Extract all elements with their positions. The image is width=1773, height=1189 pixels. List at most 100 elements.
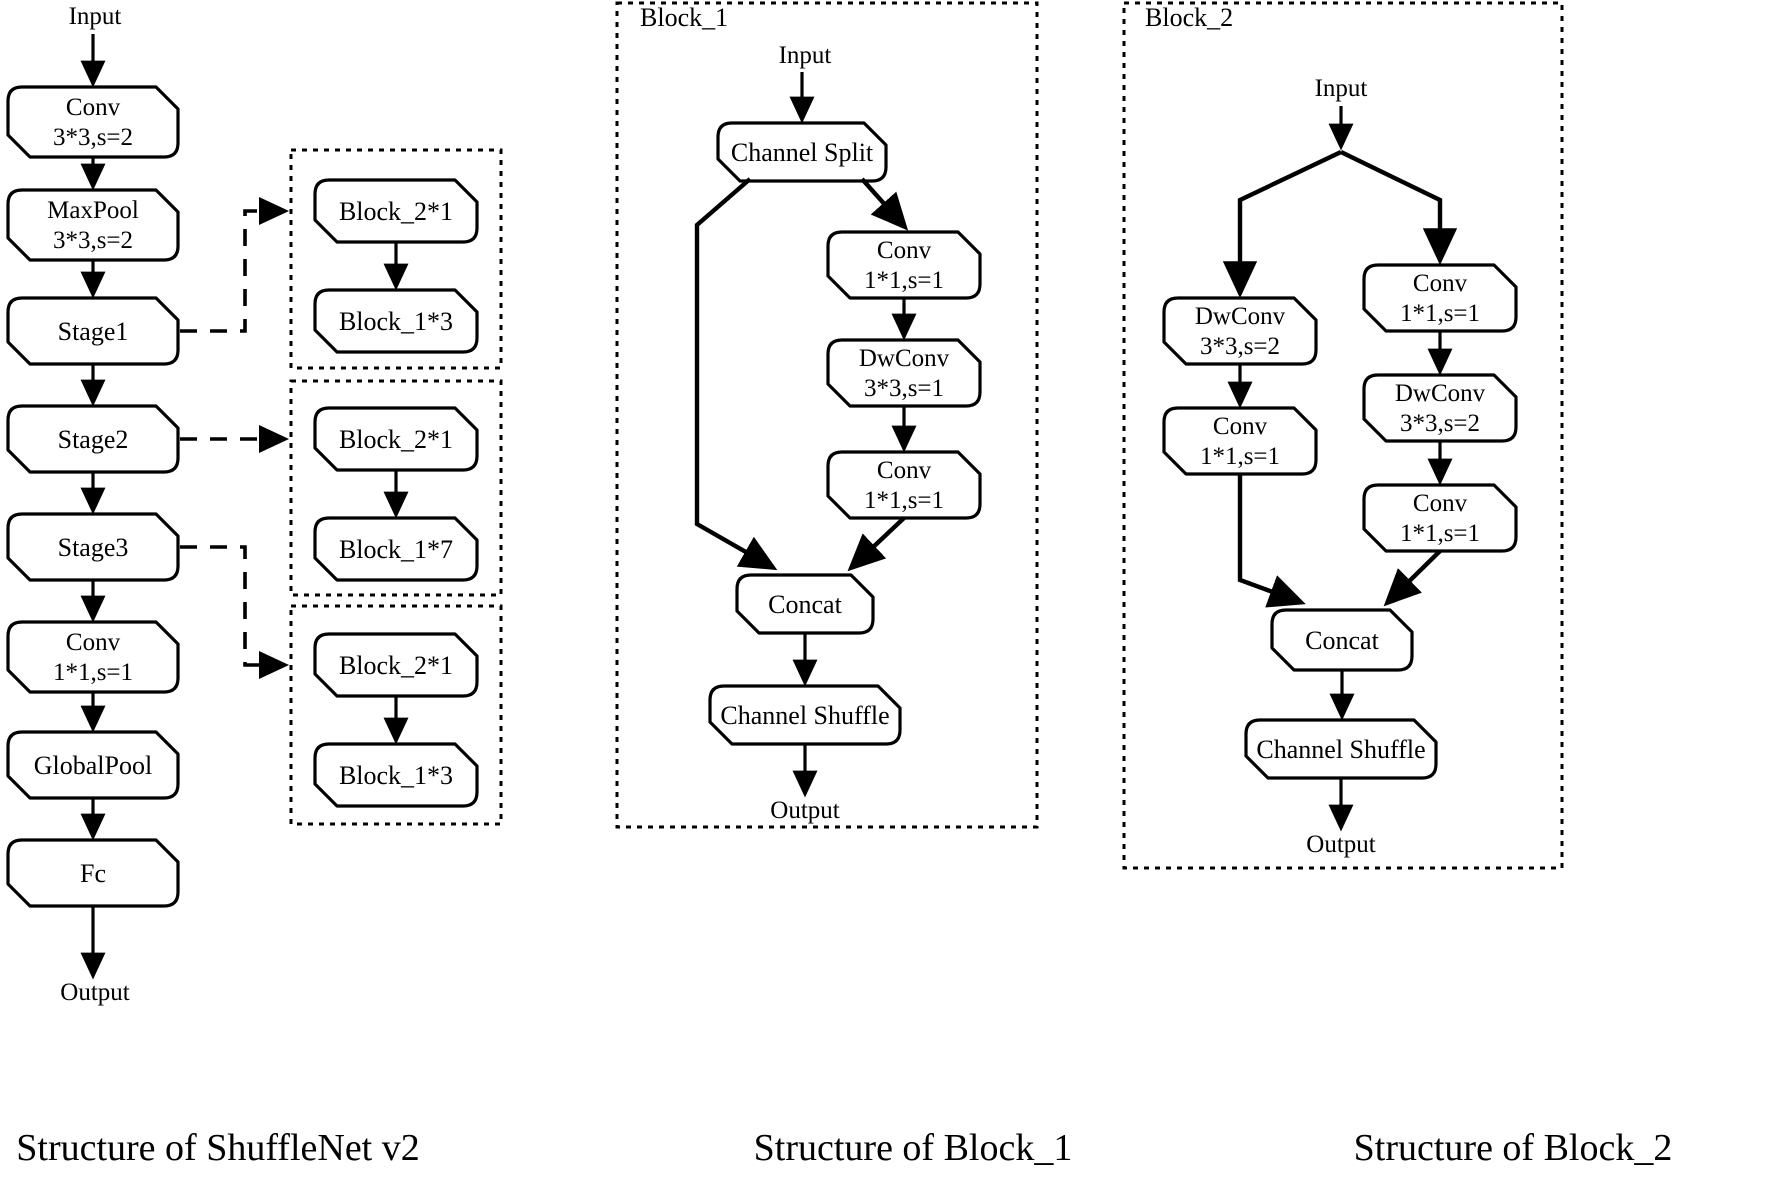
node-s3-block2[interactable]: Block_2*1	[313, 632, 479, 698]
block2-dashed-border	[1122, 1, 1564, 870]
node-label-line: DwConv	[1395, 380, 1486, 407]
node-label: Block_1*3	[339, 761, 453, 790]
node-label: Block_2*1	[339, 651, 453, 680]
node-globalpool[interactable]: GlobalPool	[6, 730, 180, 800]
caption-block1: Structure of Block_1	[754, 1127, 1073, 1169]
node-shape	[313, 178, 479, 244]
node-concat[interactable]: Concat	[1270, 608, 1414, 672]
node-shape	[6, 512, 180, 582]
pointer-stage3-to-expansion	[180, 545, 290, 680]
node-s2-block2[interactable]: Block_2*1	[313, 406, 479, 472]
node-right-dwconv[interactable]: DwConv 3*3,s=2	[1362, 373, 1518, 443]
node-label-line: 1*1,s=1	[1400, 520, 1480, 547]
node-label-line: 3*3,s=2	[53, 124, 133, 151]
node-shape	[6, 730, 180, 800]
node-stage2[interactable]: Stage2	[6, 404, 180, 474]
node-shape	[1162, 406, 1318, 476]
caption-shufflenet: Structure of ShuffleNet v2	[16, 1127, 420, 1169]
edge-left-to-concat	[1237, 474, 1306, 608]
node-s3-block1[interactable]: Block_1*3	[313, 742, 479, 808]
node-label-line: 1*1,s=1	[1200, 443, 1280, 470]
node-label: Stage3	[58, 533, 129, 562]
node-label: Block_2*1	[339, 425, 453, 454]
node-label: Block_1*3	[339, 307, 453, 336]
edge-right-to-concat	[1383, 549, 1442, 607]
node-fc[interactable]: Fc	[6, 838, 180, 908]
node-shape	[1244, 718, 1438, 780]
node-shape	[1362, 263, 1518, 333]
pointer-stage1-to-expansion	[180, 196, 290, 333]
node-s1-block2[interactable]: Block_2*1	[313, 178, 479, 244]
input-label: Input	[1315, 75, 1368, 102]
node-label-line: Conv	[66, 94, 121, 121]
node-channel-shuffle[interactable]: Channel Shuffle	[708, 684, 902, 746]
edge-conv-to-concat	[847, 516, 906, 572]
node-label: Concat	[768, 590, 842, 619]
output-label: Output	[770, 797, 840, 824]
node-channel-shuffle[interactable]: Channel Shuffle	[1244, 718, 1438, 780]
node-label-line: 1*1,s=1	[864, 487, 944, 514]
node-label-line: 3*3,s=2	[1200, 333, 1280, 360]
node-shape	[1362, 483, 1518, 553]
node-label-line: Conv	[877, 237, 932, 264]
node-s1-block1[interactable]: Block_1*3	[313, 288, 479, 354]
edge-split-to-conv	[860, 177, 909, 231]
node-channel-split[interactable]: Channel Split	[716, 121, 888, 183]
node-shape	[6, 404, 180, 474]
node-label: Stage1	[58, 317, 129, 346]
node-label: Concat	[1305, 626, 1379, 655]
node-shape	[6, 188, 180, 262]
node-label: Stage2	[58, 425, 129, 454]
node-concat[interactable]: Concat	[735, 573, 875, 635]
block1-dashed-border	[615, 1, 1039, 829]
node-label-line: Conv	[1413, 270, 1468, 297]
edge-fork-to-left-dwconv	[1222, 150, 1342, 299]
node-conv1[interactable]: Conv 3*3,s=2	[6, 85, 180, 159]
node-label-line: 3*3,s=1	[864, 375, 944, 402]
panel-shufflenet-v2: InputOutputConv3*3,s=2MaxPool3*3,s=2Stag…	[6, 3, 503, 1006]
node-label: Channel Split	[731, 138, 874, 167]
node-maxpool[interactable]: MaxPool 3*3,s=2	[6, 188, 180, 262]
expansion-dashed-border	[289, 604, 503, 826]
expansion-dashed-border	[289, 148, 503, 370]
node-label-line: Conv	[66, 629, 121, 656]
node-shape	[826, 230, 982, 300]
node-shape	[6, 620, 180, 694]
node-shape	[6, 838, 180, 908]
node-stage1[interactable]: Stage1	[6, 296, 180, 366]
node-conv-1x1-b[interactable]: Conv 1*1,s=1	[826, 450, 982, 520]
node-label-line: Conv	[1413, 490, 1468, 517]
node-stage3[interactable]: Stage3	[6, 512, 180, 582]
node-shape	[1162, 296, 1318, 366]
figure-captions: Structure of ShuffleNet v2 Structure of B…	[16, 1127, 1672, 1169]
node-label-line: Conv	[877, 457, 932, 484]
output-label: Output	[60, 979, 130, 1006]
node-label: Channel Shuffle	[720, 701, 889, 730]
node-label-line: DwConv	[1195, 303, 1286, 330]
node-s2-block1[interactable]: Block_1*7	[313, 516, 479, 582]
node-label-line: 3*3,s=2	[53, 227, 133, 254]
node-shape	[826, 450, 982, 520]
node-label-line: 3*3,s=2	[1400, 410, 1480, 437]
node-shape	[313, 742, 479, 808]
node-left-dwconv[interactable]: DwConv 3*3,s=2	[1162, 296, 1318, 366]
caption-block2: Structure of Block_2	[1354, 1127, 1673, 1169]
node-right-conv-a[interactable]: Conv 1*1,s=1	[1362, 263, 1518, 333]
node-label-line: MaxPool	[47, 197, 139, 224]
node-shape	[6, 85, 180, 159]
node-label: GlobalPool	[34, 751, 152, 780]
node-label-line: 1*1,s=1	[1400, 300, 1480, 327]
node-shape	[716, 121, 888, 183]
node-right-conv-b[interactable]: Conv 1*1,s=1	[1362, 483, 1518, 553]
node-shape	[1270, 608, 1414, 672]
